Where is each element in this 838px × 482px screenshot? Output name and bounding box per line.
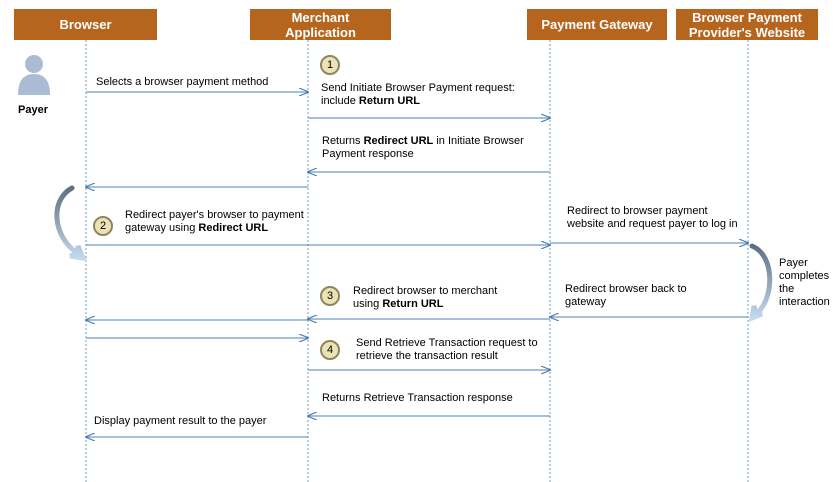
msg-initiate-response: Returns Redirect URL in Initiate Browser…: [322, 135, 524, 160]
curve-arrow-provider: [748, 243, 773, 322]
lane-header-provider: Browser Payment Provider's Website: [676, 9, 818, 40]
step-badge-1: 1: [320, 55, 340, 75]
lane-header-browser: Browser: [14, 9, 157, 40]
msg-payer-completes: Payer completes the interaction: [779, 257, 830, 308]
lane-header-gateway: Payment Gateway: [527, 9, 667, 40]
step-badge-4: 4: [320, 340, 340, 360]
msg-redirect-to-gateway: Redirect payer's browser to payment gate…: [125, 209, 304, 234]
msg-redirect-to-merchant: Redirect browser to merchant using Retur…: [353, 285, 498, 310]
payer-icon: [18, 55, 50, 95]
payer-label: Payer: [18, 104, 48, 116]
msg-retrieve-response: Returns Retrieve Transaction response: [322, 392, 513, 404]
curve-arrow-browser: [54, 185, 88, 262]
msg-redirect-back-gateway: Redirect browser back to gateway: [565, 283, 687, 308]
step-badge-3: 3: [320, 286, 340, 306]
msg-retrieve-request: Send Retrieve Transaction request to ret…: [356, 337, 538, 362]
msg-redirect-to-provider: Redirect to browser payment website and …: [567, 205, 738, 230]
step-badge-2: 2: [93, 216, 113, 236]
msg-display-result: Display payment result to the payer: [94, 415, 267, 427]
msg-select-method: Selects a browser payment method: [96, 76, 269, 88]
msg-initiate-request: Send Initiate Browser Payment request: i…: [321, 82, 515, 107]
lane-header-merchant: Merchant Application: [250, 9, 391, 40]
